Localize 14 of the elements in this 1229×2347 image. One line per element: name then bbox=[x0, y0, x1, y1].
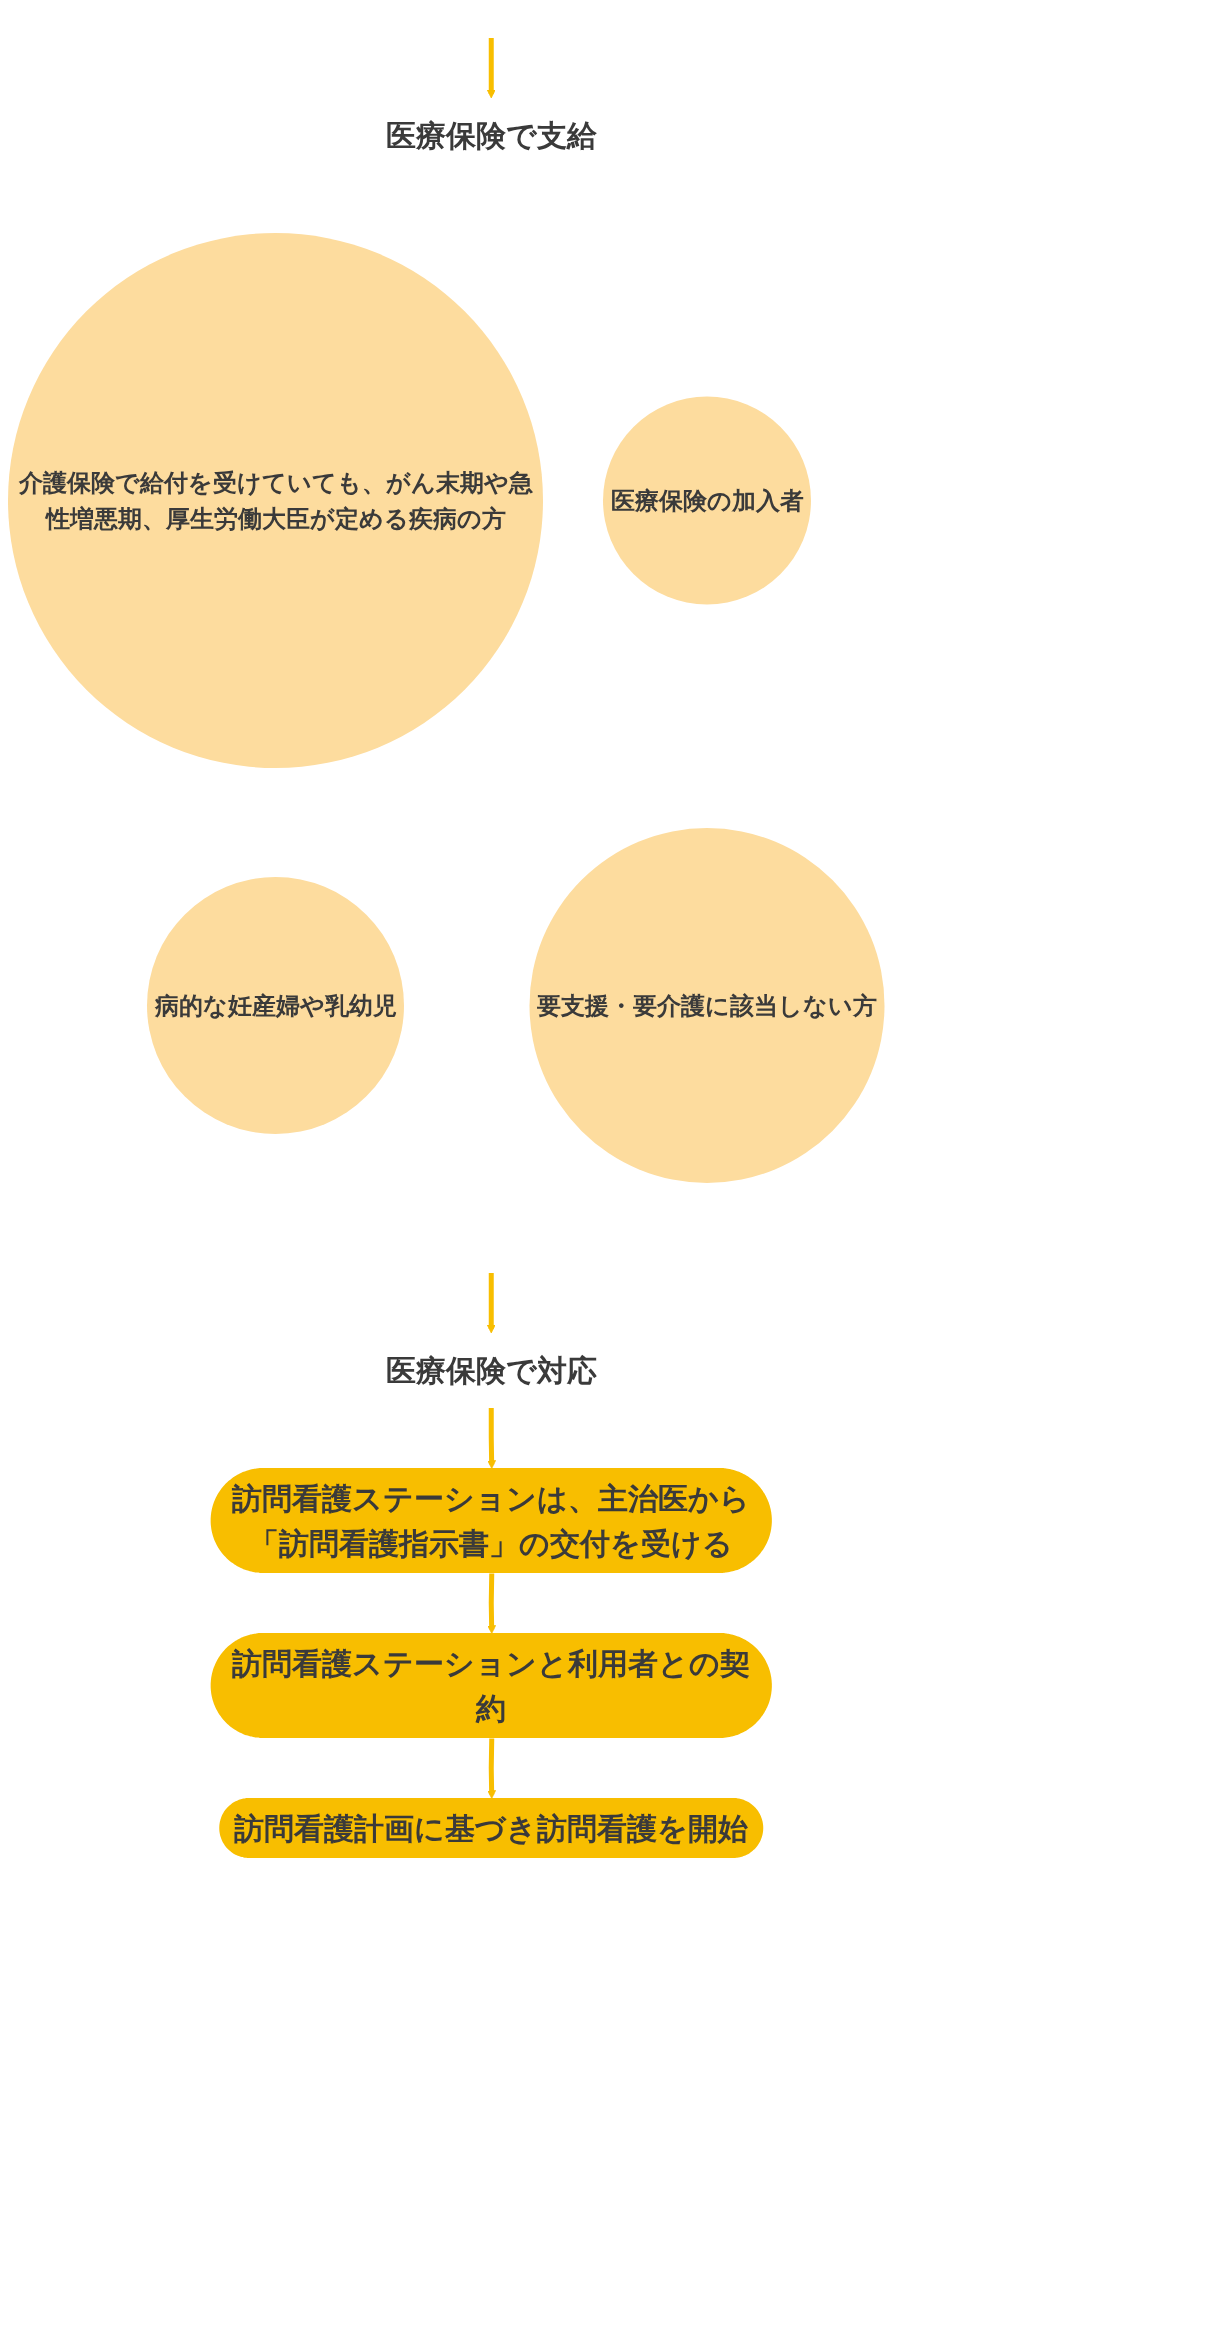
arrow bbox=[486, 1273, 496, 1334]
node-box: 訪問看護ステーションは、主治医から「訪問看護指示書」の交付を受ける bbox=[210, 1468, 772, 1573]
node-box: 訪問看護計画に基づき訪問看護を開始 bbox=[219, 1798, 764, 1858]
node-circle: 医療保険の加入者 bbox=[603, 396, 811, 605]
node-box: 訪問看護ステーションと利用者との契約 bbox=[210, 1633, 772, 1738]
node-circle: 介護保険で給付を受けていても、がん末期や急性増悪期、厚生労働大臣が定める疾病の方 bbox=[8, 233, 543, 768]
arrow bbox=[487, 1408, 496, 1469]
arrow bbox=[487, 1573, 496, 1634]
arrow bbox=[487, 1738, 496, 1799]
arrow bbox=[486, 38, 496, 99]
node-text: 医療保険で対応 bbox=[385, 1353, 597, 1388]
node-circle: 要支援・要介護に該当しない方 bbox=[529, 828, 885, 1183]
node-circle: 病的な妊産婦や乳幼児 bbox=[147, 877, 404, 1134]
node-text: 医療保険で支給 bbox=[385, 118, 597, 153]
